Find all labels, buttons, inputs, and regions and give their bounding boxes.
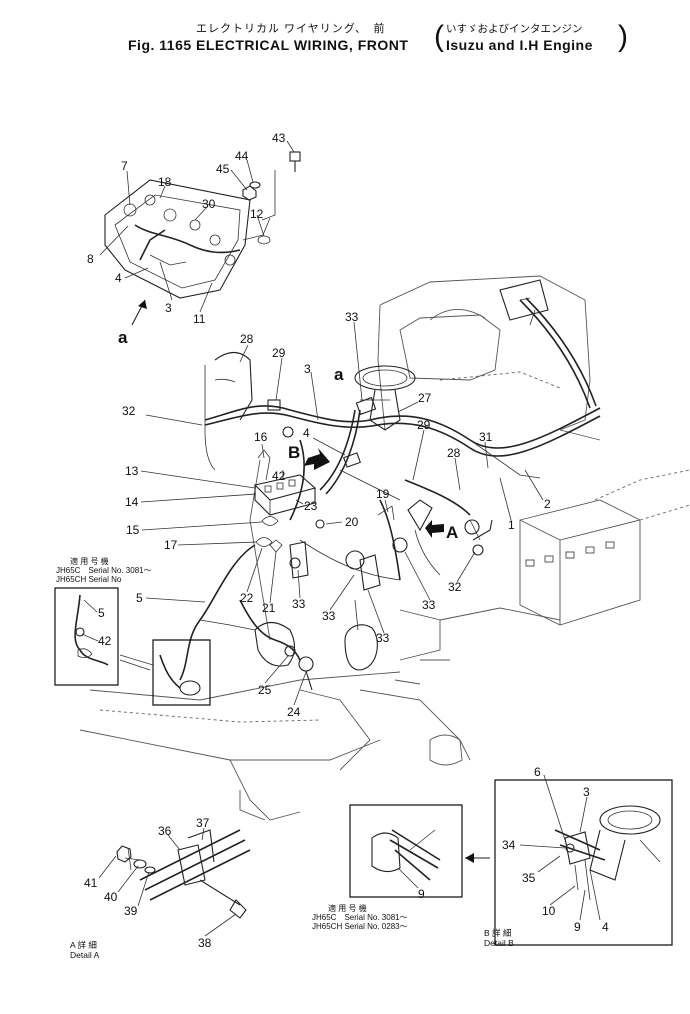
- callout-33-lower: 33: [376, 631, 390, 645]
- main-wiring-harness: [204, 297, 601, 581]
- callout-11: 11: [193, 312, 206, 326]
- callout-4-mid: 4: [303, 426, 310, 440]
- detail-b-label: Detail B: [484, 938, 514, 948]
- callout-33-right: 33: [422, 598, 436, 612]
- engine-hood-outline: [79, 275, 601, 821]
- callout-29-left: 29: [272, 346, 286, 360]
- callout-35: 35: [522, 871, 536, 885]
- callout-5-inset: 5: [98, 606, 105, 620]
- leader-lines: [81, 140, 601, 937]
- callout-45: 45: [216, 162, 230, 176]
- view-label-A: A: [446, 523, 458, 542]
- callout-31: 31: [479, 430, 493, 444]
- callout-15: 15: [126, 523, 140, 537]
- callout-16: 16: [254, 430, 268, 444]
- battery-box-outline: [519, 469, 690, 626]
- title-japanese: エレクトリカル ワイヤリング、 前: [196, 23, 386, 35]
- detail-b-steering-column: [494, 779, 673, 946]
- callout-13: 13: [125, 464, 139, 478]
- callout-12: 12: [250, 207, 264, 221]
- callout-32-right: 32: [448, 580, 462, 594]
- serial-note-left-line2: JH65CH Serial No: [56, 575, 122, 584]
- callout-9-inset: 9: [418, 887, 425, 901]
- callout-19: 19: [376, 487, 390, 501]
- serial-note-left-jp: 適 用 号 機: [70, 557, 109, 566]
- callout-17: 17: [164, 538, 178, 552]
- inset-serial-left: [54, 587, 211, 706]
- callout-25: 25: [258, 683, 272, 697]
- title-bracket-left: (: [434, 20, 444, 53]
- callout-20: 20: [345, 515, 359, 529]
- bolt-and-washer-set-top: [242, 151, 301, 245]
- title-bracket-right: ): [618, 20, 628, 53]
- figure-title: Fig. 1165 ELECTRICAL WIRING, FRONT: [128, 37, 409, 53]
- callout-28-left: 28: [240, 332, 254, 346]
- serial-note-bottom-line2: JH65CH Serial No. 0283～: [312, 922, 408, 931]
- callout-41: 41: [84, 876, 98, 890]
- callout-44: 44: [235, 149, 249, 163]
- callout-33-top: 33: [345, 310, 359, 324]
- view-arrow-b: [304, 448, 330, 470]
- callout-18: 18: [158, 175, 172, 189]
- callout-43: 43: [272, 131, 286, 145]
- callout-38: 38: [198, 936, 212, 950]
- horn-assembly: [119, 544, 314, 691]
- callout-9-detail-b: 9: [574, 920, 581, 934]
- callout-30: 30: [202, 197, 216, 211]
- callout-28-right: 28: [447, 446, 461, 460]
- callout-1: 1: [508, 518, 515, 532]
- inset-serial-bottom: [349, 804, 490, 898]
- callout-numbers: 43 44 45 12 7 18 30 8 4 3 11 a 28 29 3 a…: [84, 131, 609, 950]
- callout-3-top: 3: [165, 301, 172, 315]
- figure-subtitle: Isuzu and I.H Engine: [446, 37, 593, 53]
- callout-4-detail-b: 4: [602, 920, 609, 934]
- view-label-b: B: [288, 443, 300, 462]
- callout-42-inset: 42: [98, 634, 112, 648]
- callout-32-left: 32: [122, 404, 136, 418]
- detail-a-label: Detail A: [70, 950, 100, 960]
- callout-7: 7: [121, 159, 128, 173]
- detail-a-jp: A 詳 細: [70, 940, 97, 950]
- callout-10: 10: [542, 904, 556, 918]
- callout-6: 6: [534, 765, 541, 779]
- callout-29-right: 29: [417, 418, 431, 432]
- detail-b-jp: B 詳 細: [484, 928, 512, 938]
- callout-4-top: 4: [115, 271, 122, 285]
- callout-8: 8: [87, 252, 94, 266]
- callout-5-main: 5: [136, 591, 143, 605]
- serial-note-bottom-line1: JH65C Serial No. 3081～: [312, 913, 408, 922]
- top-right-connector: [499, 279, 549, 326]
- serial-note-bottom-jp: 適 用 号 機: [328, 904, 367, 913]
- callout-14: 14: [125, 495, 139, 509]
- callout-33-mid-left: 33: [292, 597, 306, 611]
- callout-3-mid: 3: [304, 362, 311, 376]
- callout-40: 40: [104, 890, 118, 904]
- callout-23: 23: [304, 499, 318, 513]
- detail-a-clamp: [116, 829, 251, 919]
- view-arrow-a-top: [131, 299, 147, 326]
- callout-21: 21: [262, 601, 276, 615]
- callout-24: 24: [287, 705, 301, 719]
- callout-33-mid: 33: [322, 609, 336, 623]
- view-label-a-mid: a: [334, 365, 344, 384]
- callout-36: 36: [158, 824, 172, 838]
- subtitle-japanese: いすゞおよびインタエンジン: [446, 23, 583, 35]
- callout-39: 39: [124, 904, 138, 918]
- serial-note-left-line1: JH65C Serial No. 3081～: [56, 566, 152, 575]
- callout-27: 27: [418, 391, 432, 405]
- callout-22: 22: [240, 591, 254, 605]
- callout-3-detail-b: 3: [583, 785, 590, 799]
- fuse-junction-block: [253, 474, 317, 516]
- callout-42-main: 42: [272, 469, 286, 483]
- view-label-a-top: a: [118, 328, 128, 347]
- callout-2: 2: [544, 497, 551, 511]
- callout-37: 37: [196, 816, 210, 830]
- callout-34: 34: [502, 838, 516, 852]
- view-arrow-A: [425, 520, 444, 538]
- switch-panel-assembly: [104, 170, 276, 299]
- harness-clamps: [255, 396, 493, 671]
